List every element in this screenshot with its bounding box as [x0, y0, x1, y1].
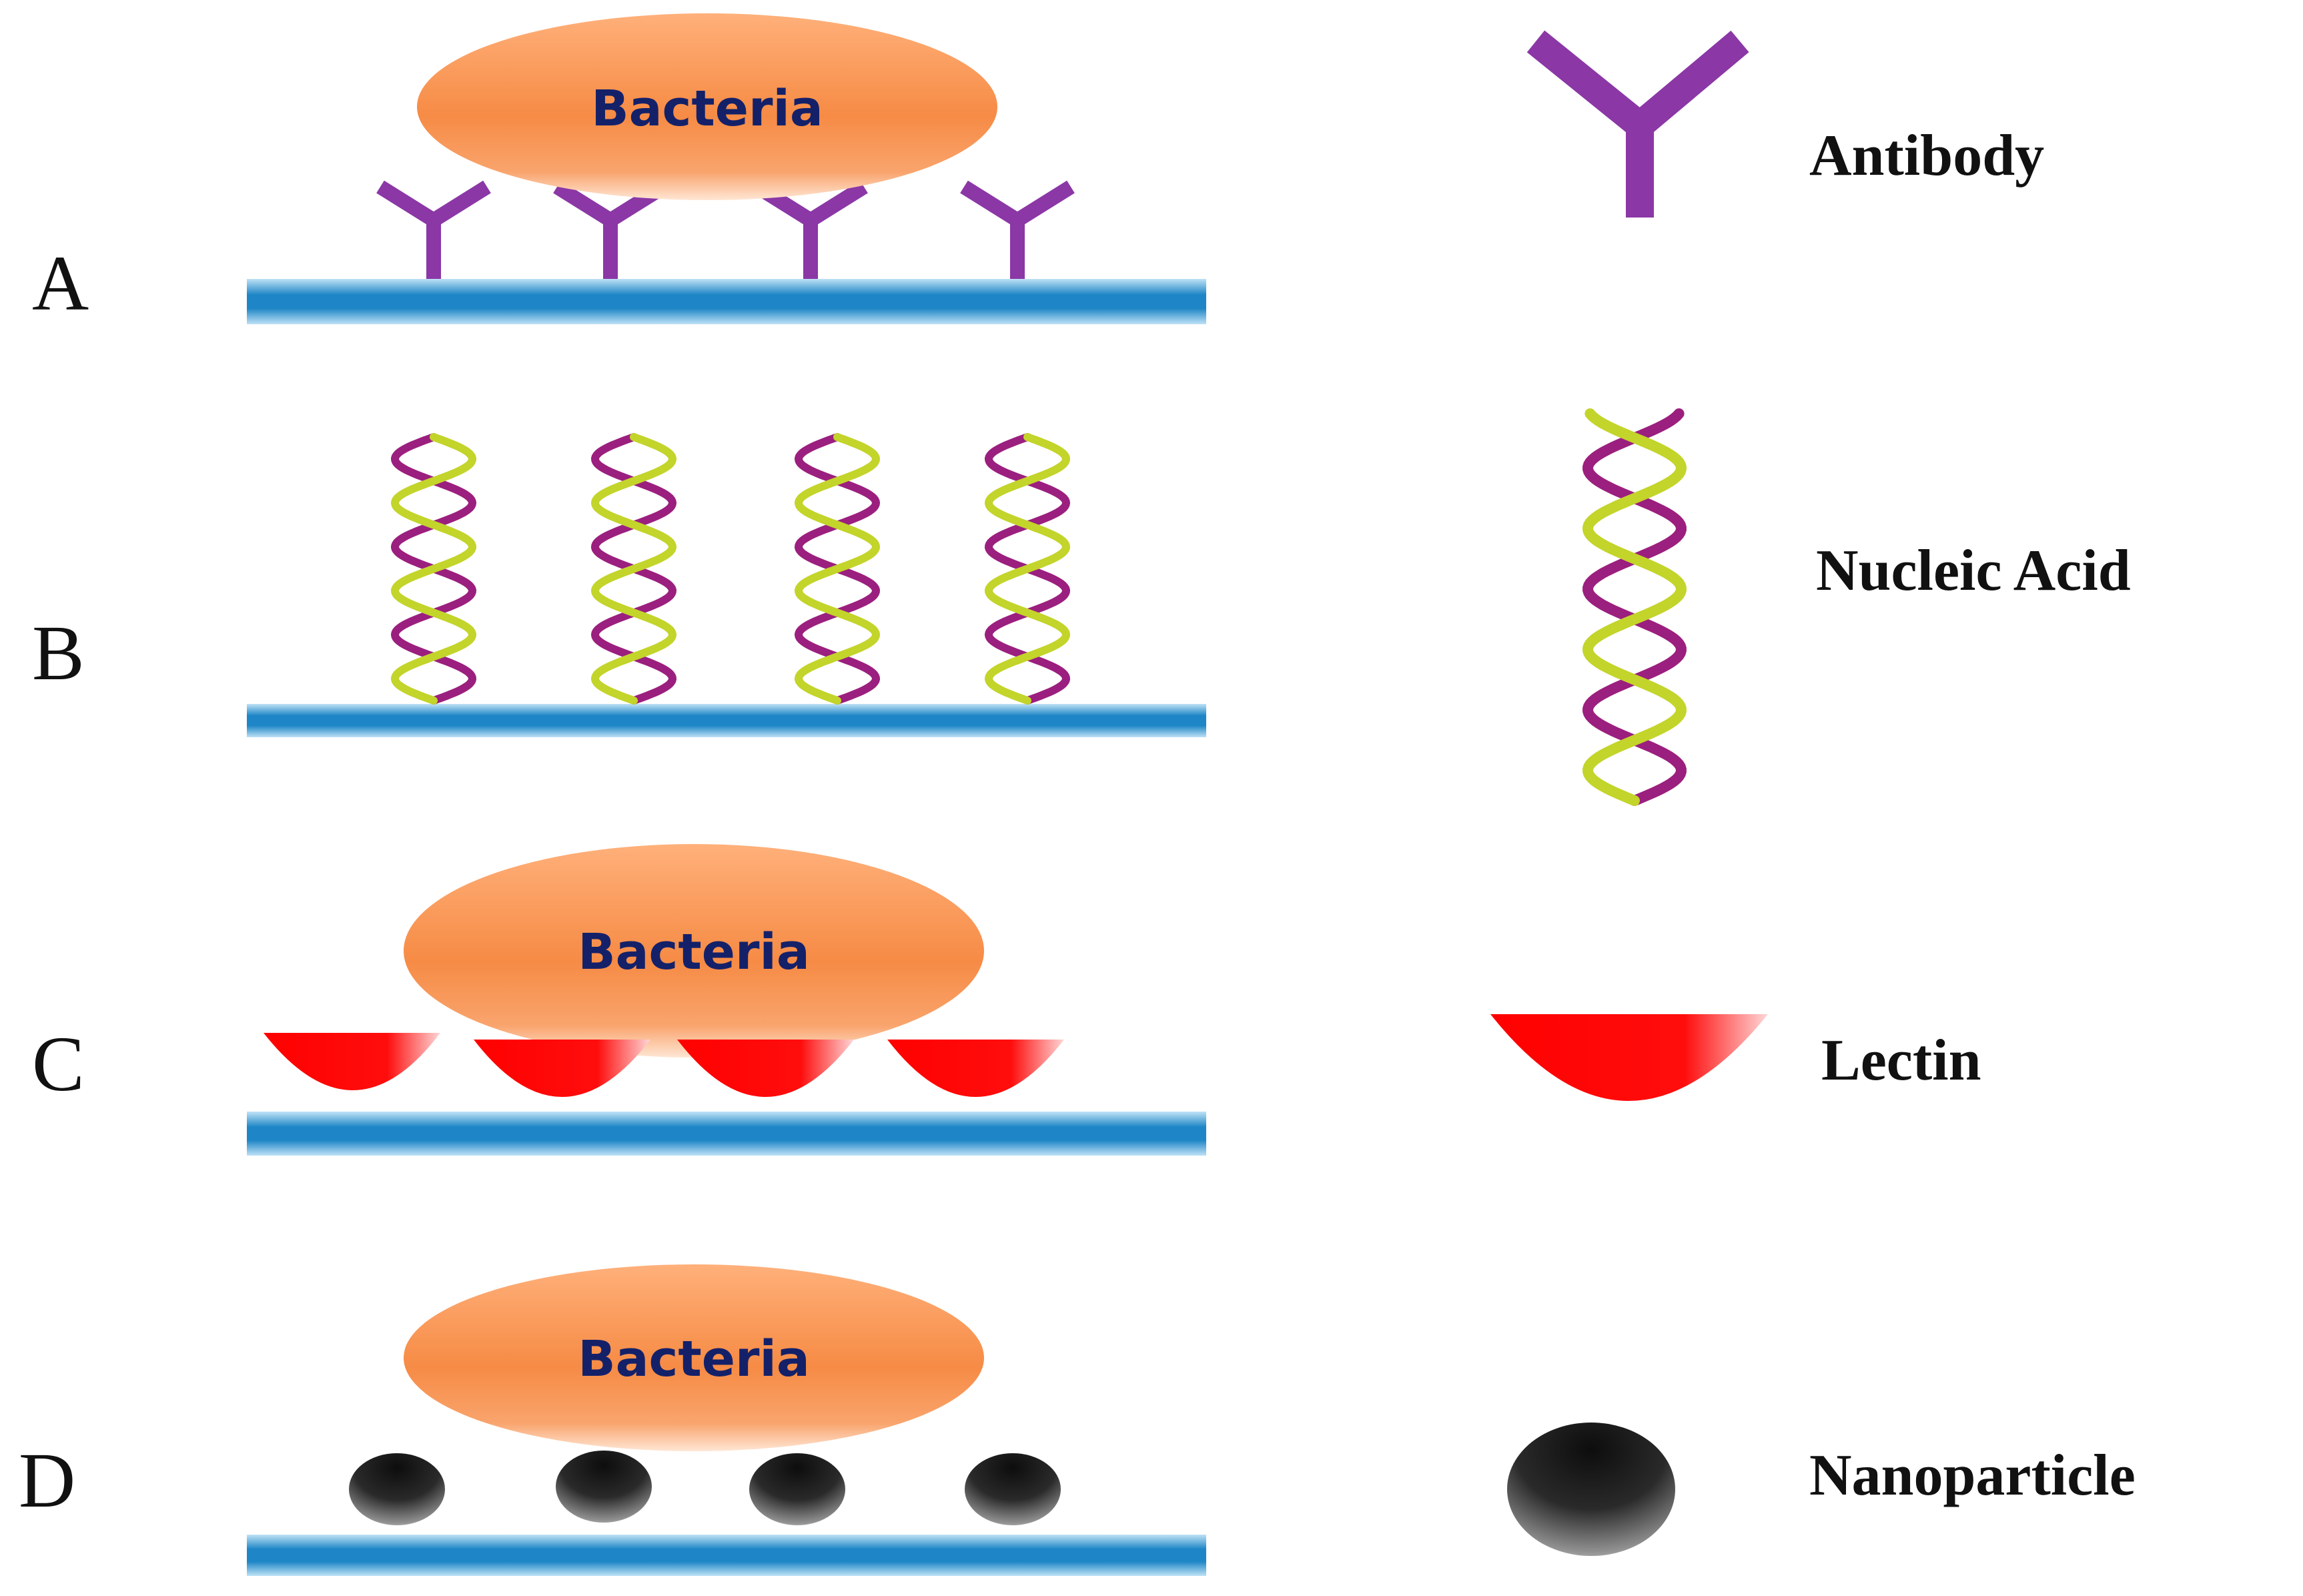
dna-strand	[1582, 408, 1687, 806]
row-d-panel: D Bacteria	[19, 1264, 1206, 1576]
legend-label-lectin: Lectin	[1821, 1028, 1981, 1093]
bacteria-label: Bacteria	[591, 80, 823, 137]
substrate-surface	[247, 704, 1206, 737]
lectin-icon	[264, 1033, 440, 1090]
bacteria-cell	[417, 13, 997, 200]
substrate-surface	[247, 1112, 1206, 1156]
lectin-icon	[474, 1040, 650, 1097]
dna-strand	[984, 433, 1071, 705]
row-letter-a: A	[32, 240, 89, 327]
nanoparticle-icon	[556, 1451, 652, 1523]
dna-strand	[1582, 408, 1687, 806]
legend-label-nanoparticle: Nanoparticle	[1809, 1443, 2136, 1508]
nucleic-acid-icon	[590, 433, 677, 705]
row-letter-d: D	[19, 1437, 75, 1524]
nucleic-acid-icon	[390, 433, 477, 705]
lectin-icon	[887, 1040, 1064, 1097]
substrate-surface	[247, 279, 1206, 324]
nucleic-acid-icon	[794, 433, 881, 705]
bacteria-cell	[404, 844, 984, 1058]
antibody-icon	[553, 180, 668, 279]
antibody-icon	[960, 180, 1075, 279]
row-b-panel: B	[32, 433, 1206, 737]
legend-item-nanoparticle: Nanoparticle	[1507, 1423, 2136, 1556]
legend-item-antibody: Antibody	[1526, 30, 2044, 218]
row-a-panel: A Bacteria	[32, 13, 1206, 327]
bacteria-cell	[404, 1264, 984, 1451]
row-c-panel: C Bacteria	[32, 844, 1206, 1156]
bacteria-label: Bacteria	[578, 923, 810, 981]
legend-item-lectin: Lectin	[1490, 1014, 1981, 1101]
nucleic-acid-icon	[984, 433, 1071, 705]
substrate-surface	[247, 1535, 1206, 1576]
row-letter-c: C	[32, 1020, 85, 1108]
dna-strand	[794, 433, 881, 705]
antibody-icon	[1526, 30, 1749, 218]
nanoparticle-icon	[1507, 1423, 1675, 1556]
legend-label-nucleic-acid: Nucleic Acid	[1816, 538, 2131, 603]
legend-item-nucleic-acid: Nucleic Acid	[1582, 408, 2131, 806]
nanoparticle-icon	[349, 1453, 445, 1525]
nanoparticle-icon	[965, 1453, 1061, 1525]
legend: Antibody Nucleic Acid Lectin Nanoparticl…	[1490, 30, 2136, 1556]
antibody-icon	[376, 180, 491, 279]
row-letter-b: B	[32, 609, 85, 697]
dna-strand	[590, 433, 677, 705]
bacteria-label: Bacteria	[578, 1330, 810, 1388]
lectin-icon	[677, 1040, 854, 1097]
lectin-icon	[1490, 1014, 1768, 1101]
legend-label-antibody: Antibody	[1809, 123, 2044, 188]
nanoparticle-icon	[749, 1453, 845, 1525]
dna-strand	[390, 433, 477, 705]
nucleic-acid-icon	[1582, 408, 1687, 806]
antibody-icon	[753, 180, 868, 279]
